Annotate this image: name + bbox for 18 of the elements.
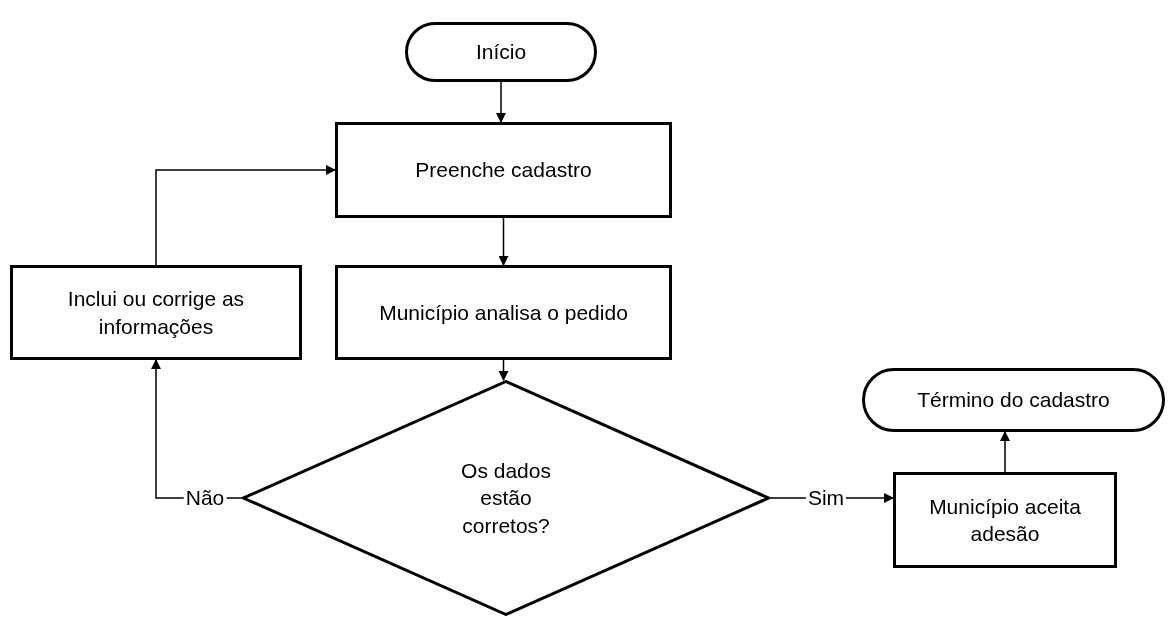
arrow [496,81,506,123]
process-label: Município aceita adesão [928,493,1082,547]
decision-label: Os dados estão corretos? [460,458,552,539]
process-box [335,122,672,218]
arrow [1000,431,1010,473]
terminal-label: Início [475,39,527,66]
arrow [498,359,509,381]
process-box [335,265,672,360]
process-box [10,265,302,360]
process-box [893,472,1117,568]
arrow [498,217,509,266]
process-label: Município analisa o pedido [379,299,628,326]
process-label: Inclui ou corrige as informações [66,286,246,340]
terminal-label: Término do cadastro [917,387,1110,414]
arrow [155,165,336,266]
terminal-shape [405,22,597,82]
terminal-shape [862,368,1165,432]
process-label: Preenche cadastro [415,157,592,184]
